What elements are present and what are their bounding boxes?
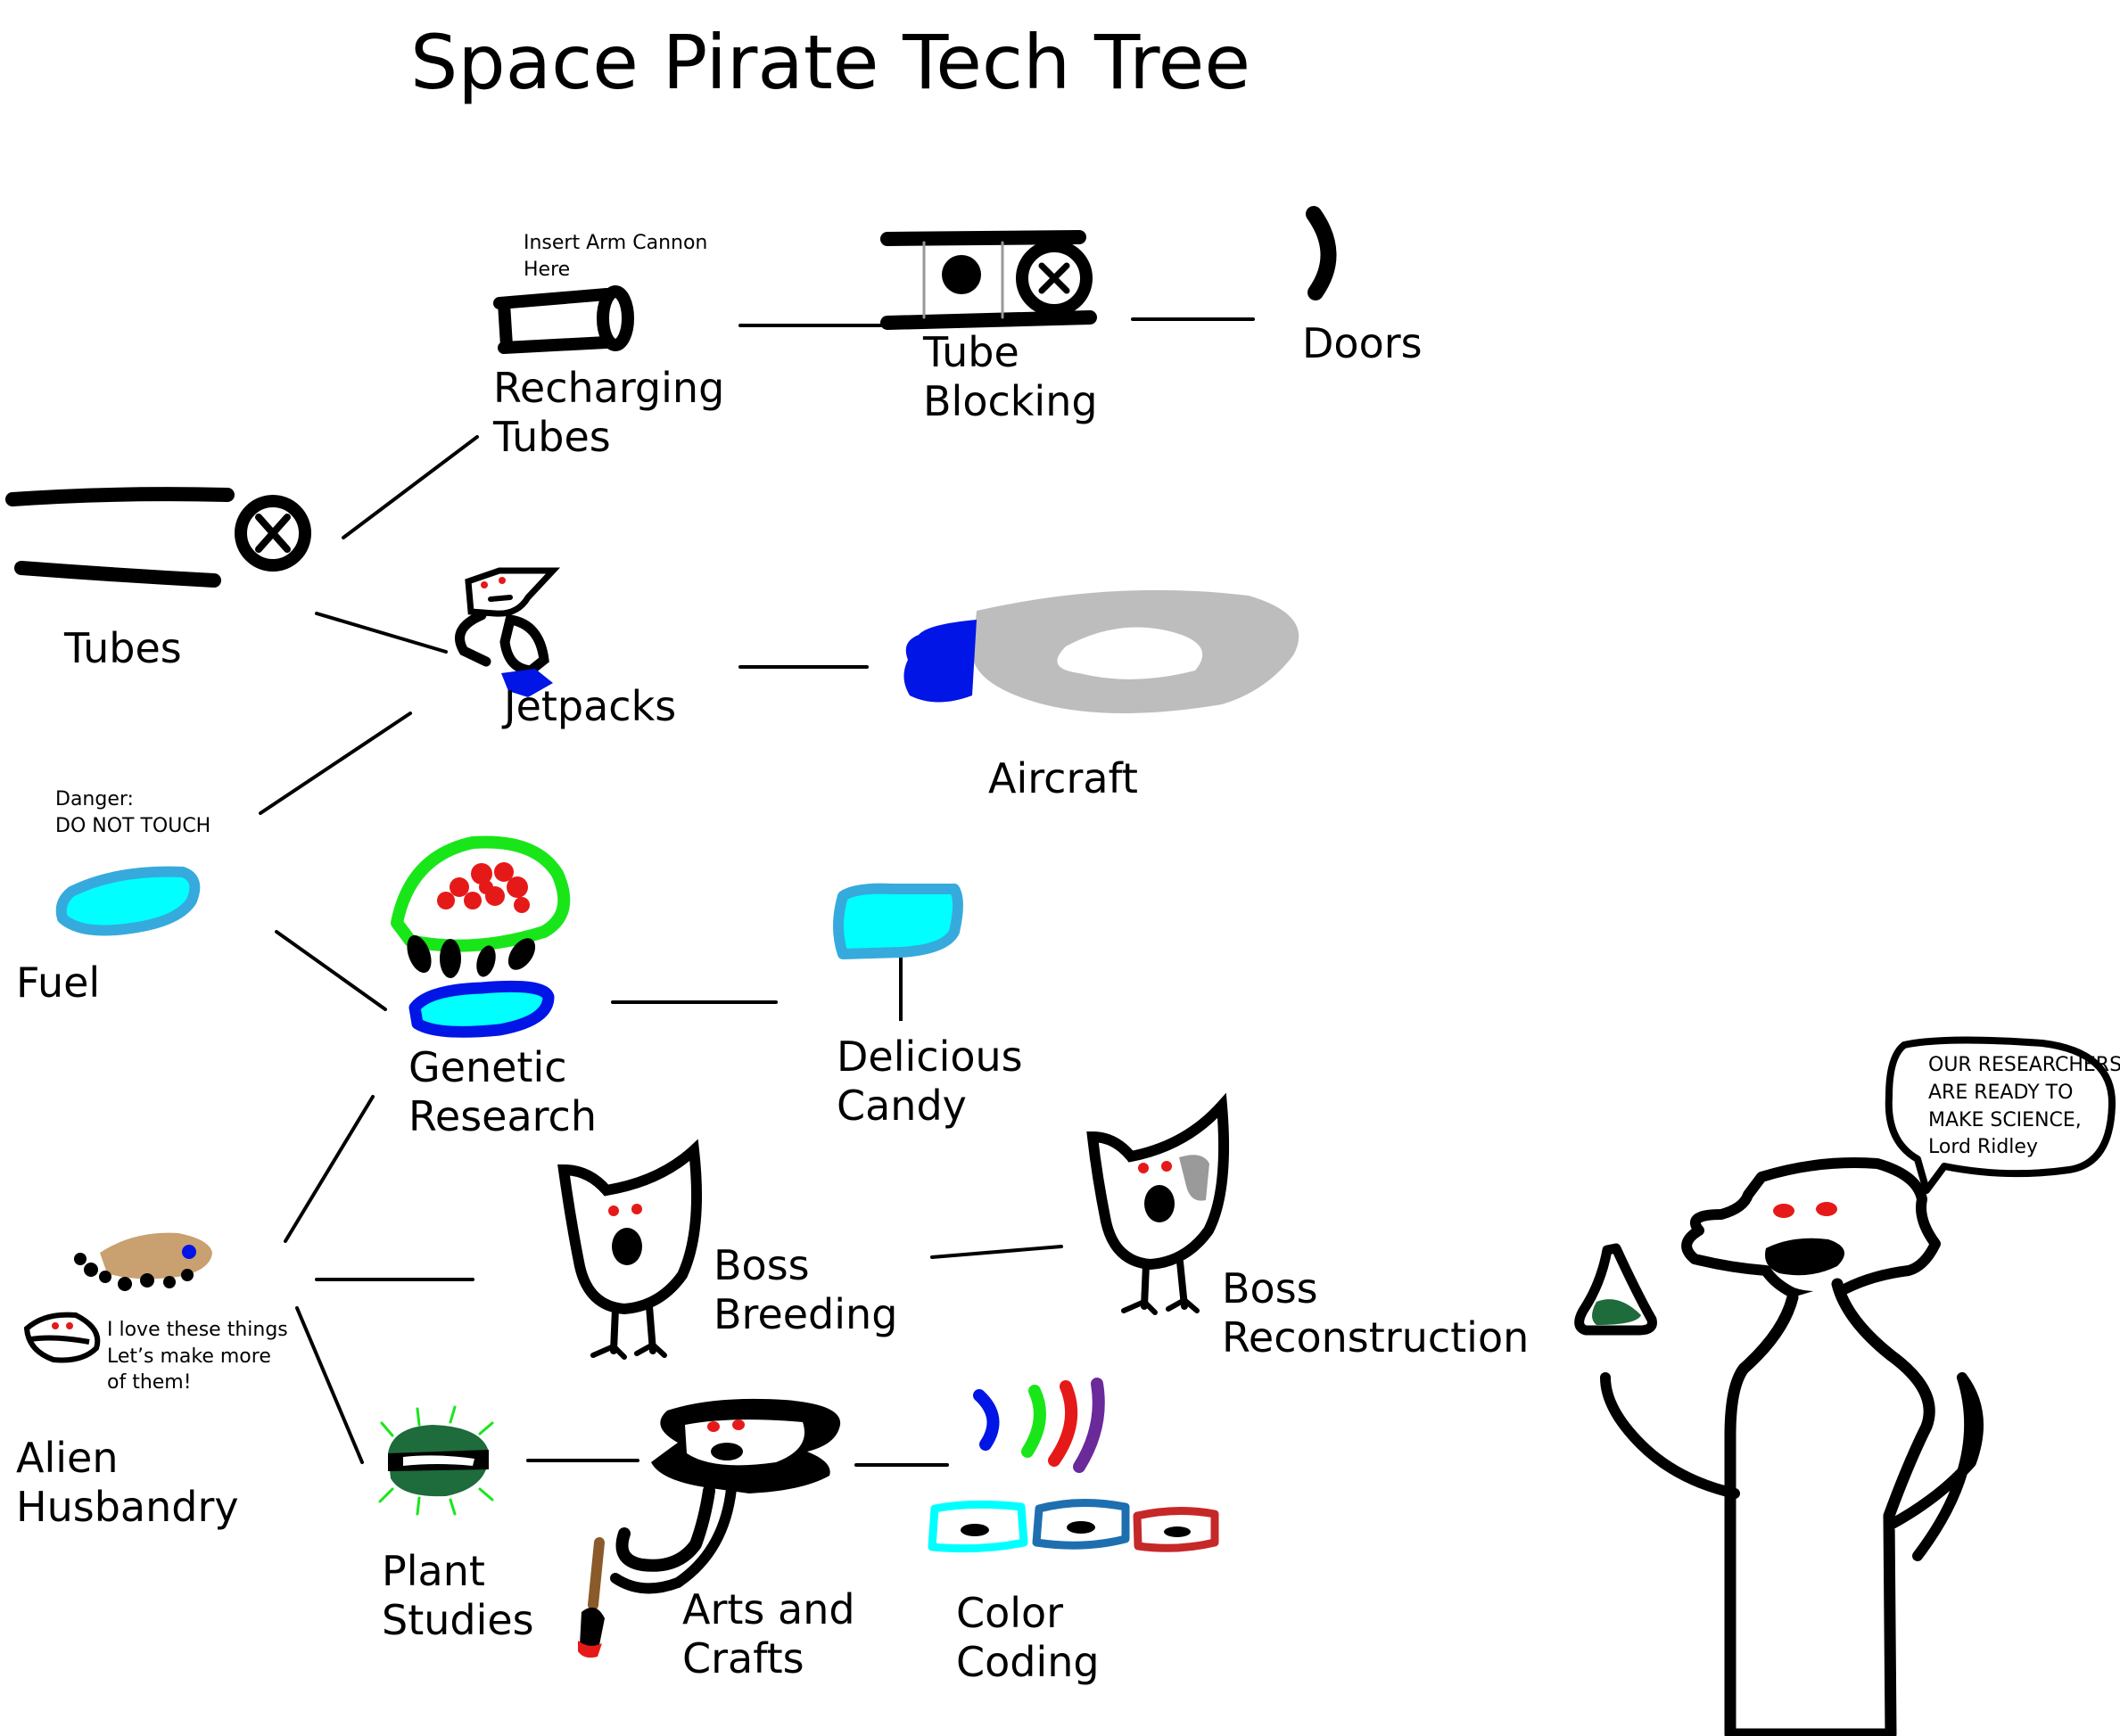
label-doors: Doors [1302, 319, 1423, 367]
label-recharging-tubes: Recharging Tubes [493, 364, 725, 462]
label-genetic-research: Genetic Research [408, 1043, 597, 1141]
edge-fuel-jetpacks [259, 712, 412, 815]
plant-studies-drawing [378, 1405, 494, 1516]
label-plant-studies: Plant Studies [382, 1547, 534, 1645]
label-aircraft: Aircraft [988, 754, 1138, 802]
note-i-love-these-things: I love these things Let’s make more of t… [107, 1319, 288, 1395]
label-tube-blocking: Tube Blocking [923, 328, 1098, 426]
edge-alien-husbandry-genetic-research [284, 1095, 375, 1243]
note-danger: Danger: DO NOT TOUCH [55, 788, 211, 837]
label-delicious-candy: Delicious Candy [837, 1033, 1023, 1131]
fuel-drawing [55, 866, 201, 936]
ridley-researcher-drawing [1574, 1036, 2116, 1736]
tube-blocking-drawing [880, 230, 1097, 330]
delicious-candy-drawing [833, 883, 963, 1021]
speech-bubble-outline [1885, 1036, 2116, 1194]
doors-drawing [1306, 206, 1337, 300]
speech-bubble-text: OUR RESEARCHERS ARE READY TO MAKE SCIENC… [1928, 1054, 2120, 1159]
connector-lines [259, 317, 1255, 1467]
jetpacks-drawing [455, 567, 561, 697]
label-boss-breeding: Boss Breeding [714, 1241, 898, 1339]
label-color-coding: Color Coding [956, 1589, 1100, 1687]
boss-breeding-drawing [557, 1139, 702, 1360]
arts-and-crafts-drawing [578, 1398, 841, 1658]
label-tubes: Tubes [64, 624, 182, 672]
tubes-drawing [5, 487, 311, 588]
aircraft-drawing [903, 589, 1299, 713]
label-alien-husbandry: Alien Husbandry [16, 1434, 239, 1532]
label-arts-and-crafts: Arts and Crafts [682, 1585, 855, 1683]
alien-husbandry-drawing [23, 1232, 212, 1363]
note-insert-arm-cannon: Insert Arm Cannon Here [524, 232, 708, 281]
page-title: Space Pirate Tech Tree [410, 19, 1251, 106]
edge-boss-breeding-boss-reconstruction [930, 1245, 1063, 1259]
edge-tubes-jetpacks [315, 612, 448, 654]
edge-tubes-recharging-tubes [342, 435, 479, 539]
boss-reconstruction-drawing [1086, 1092, 1230, 1315]
label-boss-reconstruction: Boss Reconstruction [1222, 1264, 1530, 1362]
label-jetpacks: Jetpacks [504, 682, 677, 730]
genetic-research-drawing [391, 835, 571, 1038]
edge-fuel-genetic-research [275, 930, 387, 1011]
label-fuel: Fuel [16, 959, 101, 1007]
edge-alien-husbandry-plant-studies [295, 1306, 364, 1464]
color-coding-drawing [928, 1378, 1219, 1553]
recharging-tubes-drawing [493, 285, 634, 354]
